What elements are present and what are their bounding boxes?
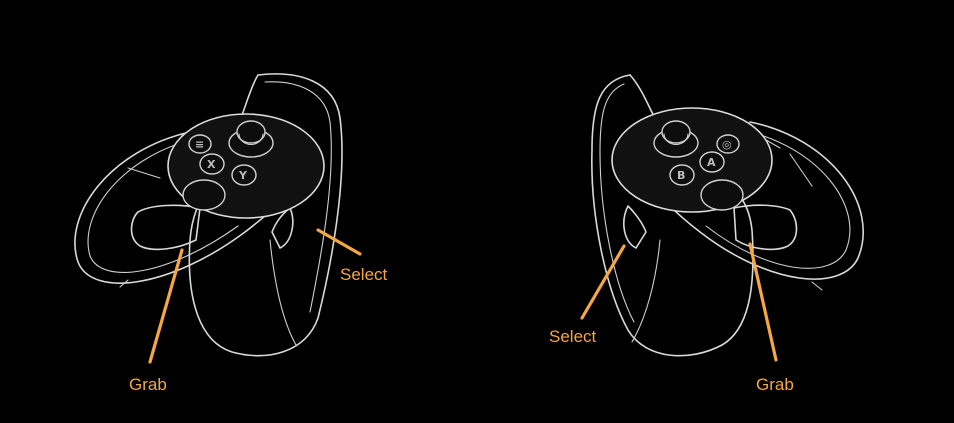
- left-select-leader: [316, 228, 362, 256]
- left-x-button[interactable]: [199, 153, 225, 175]
- left-thumbstick[interactable]: [236, 120, 266, 144]
- left-thumbrest: [182, 179, 226, 211]
- right-a-glyph: A: [707, 156, 716, 169]
- left-menu-button[interactable]: [188, 134, 212, 154]
- left-grab-label: Grab: [129, 375, 167, 394]
- right-grab-label: Grab: [756, 375, 794, 394]
- left-select-label: Select: [340, 265, 388, 284]
- left-y-glyph: Y: [238, 169, 248, 182]
- left-menu-glyph: ≡: [195, 138, 204, 151]
- left-controller: ≡ X Y: [74, 73, 362, 364]
- left-x-glyph: X: [207, 158, 216, 171]
- left-grab-leader: [148, 248, 184, 364]
- right-grip: [591, 74, 754, 357]
- right-controller: ◎ A B: [580, 74, 864, 362]
- left-select-trigger: [271, 207, 294, 249]
- right-select-label: Select: [549, 327, 597, 346]
- right-thumbrest: [700, 179, 744, 211]
- right-b-glyph: B: [677, 169, 685, 182]
- right-thumbstick[interactable]: [661, 120, 691, 144]
- right-b-button[interactable]: [669, 164, 695, 186]
- right-a-button[interactable]: [699, 151, 725, 173]
- left-grab-trigger: [130, 204, 201, 251]
- right-select-leader: [580, 244, 626, 320]
- right-face-plate: [611, 107, 773, 213]
- right-oculus-glyph: ◎: [722, 138, 732, 151]
- right-oculus-button[interactable]: [716, 134, 740, 154]
- right-grab-trigger: [733, 204, 798, 251]
- right-select-trigger: [623, 205, 647, 249]
- left-y-button[interactable]: [231, 164, 257, 186]
- right-grab-leader: [748, 242, 778, 362]
